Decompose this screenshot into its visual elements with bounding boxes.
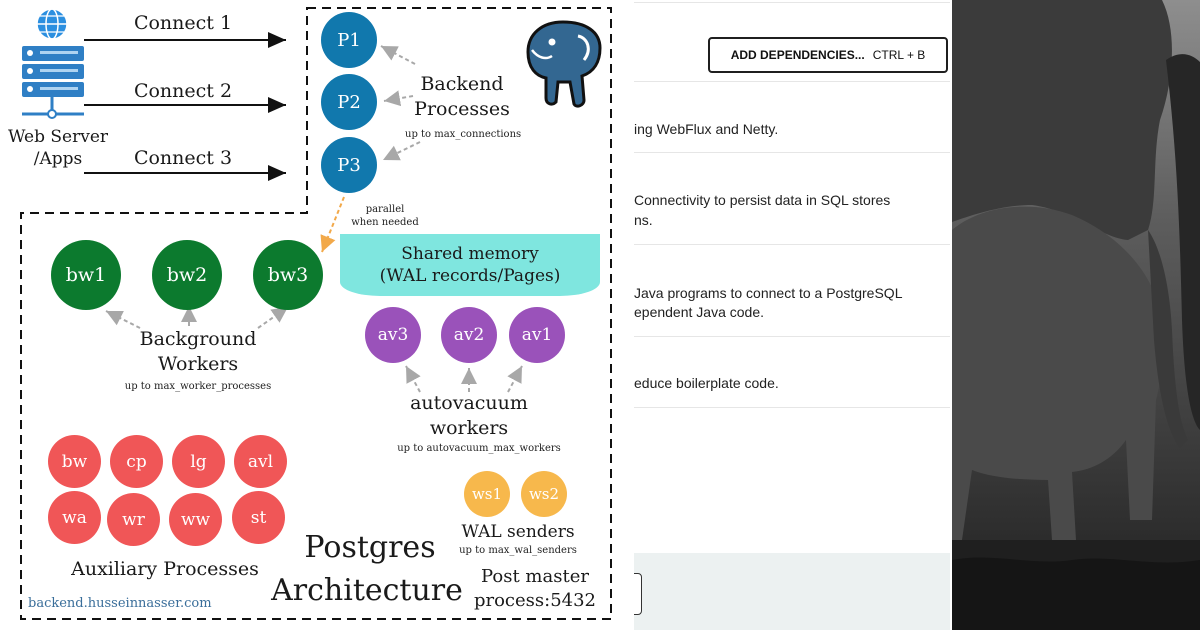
add-dependencies-shortcut: CTRL + B xyxy=(872,48,926,62)
autovacuum-title-line1: autovacuum xyxy=(410,392,528,414)
connect-1-label: Connect 1 xyxy=(133,12,233,34)
diagram-title-line2: Architecture xyxy=(271,573,463,608)
footer-button[interactable] xyxy=(634,573,642,615)
av-arrow-av3 xyxy=(405,365,421,393)
background-worker-bw3: bw3 xyxy=(253,240,323,310)
background-workers-title-line1: Background xyxy=(139,328,257,350)
divider xyxy=(634,244,950,245)
background-worker-bw1: bw1 xyxy=(51,240,121,310)
server-icon xyxy=(22,8,84,119)
postmaster-label: Post master process:5432 xyxy=(470,565,600,613)
postgres-elephant-icon xyxy=(526,20,602,108)
backend-arrow-p3 xyxy=(382,141,421,161)
wal-sender-ws2: ws2 xyxy=(521,471,567,517)
auxiliary-process-lg: lg xyxy=(172,435,225,488)
postmaster-boundary xyxy=(20,7,612,620)
auxiliary-process-avl: avl xyxy=(234,435,287,488)
divider xyxy=(634,152,950,153)
autovacuum-title: autovacuum workers xyxy=(394,391,544,441)
autovacuum-title-line2: workers xyxy=(429,417,509,439)
elephants-image xyxy=(952,0,1200,630)
backend-process-p1: P1 xyxy=(321,12,377,68)
divider xyxy=(634,81,950,82)
autovacuum-limit: up to autovacuum_max_workers xyxy=(397,443,561,454)
divider-top xyxy=(634,2,950,3)
parallel-arrow xyxy=(320,196,345,253)
background-workers-title: Background Workers xyxy=(118,327,278,377)
parallel-note-line2: when needed xyxy=(351,217,419,228)
autovacuum-worker-av1: av1 xyxy=(509,307,565,363)
auxiliary-process-bw: bw xyxy=(48,435,101,488)
backend-arrow-p2 xyxy=(383,90,414,107)
background-worker-bw2: bw2 xyxy=(152,240,222,310)
client-label-line1: Web Server xyxy=(7,127,109,147)
add-dependencies-label: ADD DEPENDENCIES... xyxy=(730,48,865,62)
diagram-lines xyxy=(20,7,612,620)
autovacuum-worker-av3: av3 xyxy=(365,307,421,363)
auxiliary-process-ww: ww xyxy=(169,493,222,546)
backend-limit: up to max_connections xyxy=(405,129,522,140)
shared-memory-line1: Shared memory xyxy=(401,244,539,264)
background-workers-limit: up to max_worker_processes xyxy=(124,381,272,392)
postmaster-label-line1: Post master xyxy=(481,566,589,587)
backend-arrow-p1 xyxy=(380,45,416,65)
connect-3-label: Connect 3 xyxy=(133,147,233,169)
bg-arrow-bw1 xyxy=(105,310,141,329)
av-arrow-av1 xyxy=(507,365,523,393)
divider xyxy=(634,407,950,408)
auxiliary-title: Auxiliary Processes xyxy=(71,558,259,580)
backend-title-line2: Processes xyxy=(414,98,510,120)
parallel-note: parallel when needed xyxy=(340,203,430,229)
connect-2-label: Connect 2 xyxy=(133,80,233,102)
divider xyxy=(634,336,950,337)
add-dependencies-button[interactable]: ADD DEPENDENCIES... CTRL + B xyxy=(708,37,948,73)
backend-title: Backend Processes xyxy=(402,72,522,122)
shared-memory-line2: (WAL records/Pages) xyxy=(379,266,561,286)
parallel-note-line1: parallel xyxy=(365,204,405,215)
backend-title-line1: Backend xyxy=(420,73,504,95)
elephants-photo xyxy=(952,0,1200,630)
dependency-row-3-text-cont: ependent Java code. xyxy=(634,304,764,320)
backend-process-p3: P3 xyxy=(321,137,377,193)
postgres-architecture-diagram: Web Server /Apps Connect 1 Connect 2 Con… xyxy=(6,7,612,620)
auxiliary-process-wa: wa xyxy=(48,491,101,544)
dependency-row-4-text: educe boilerplate code. xyxy=(634,375,779,391)
diagram-title-line1: Postgres xyxy=(304,530,436,565)
autovacuum-worker-av2: av2 xyxy=(441,307,497,363)
auxiliary-process-st: st xyxy=(232,491,285,544)
dependency-panel: ADD DEPENDENCIES... CTRL + B ing WebFlux… xyxy=(634,0,952,630)
dependency-row-1-text: ing WebFlux and Netty. xyxy=(634,121,779,137)
wal-senders-title: WAL senders xyxy=(461,522,575,542)
postmaster-label-line2: process:5432 xyxy=(473,590,597,611)
client-label-line2: /Apps xyxy=(33,149,83,169)
client-label: Web Server /Apps xyxy=(6,126,110,170)
backend-process-p2: P2 xyxy=(321,74,377,130)
dependency-row-2-text: Connectivity to persist data in SQL stor… xyxy=(634,192,891,208)
auxiliary-process-wr: wr xyxy=(107,493,160,546)
auxiliary-process-cp: cp xyxy=(110,435,163,488)
wal-senders-limit: up to max_wal_senders xyxy=(459,545,577,556)
bg-arrow-bw3 xyxy=(257,306,289,329)
wal-sender-ws1: ws1 xyxy=(464,471,510,517)
background-workers-title-line2: Workers xyxy=(157,353,239,375)
panel-footer xyxy=(634,553,950,630)
dependency-row-3-text: Java programs to connect to a PostgreSQL xyxy=(634,285,903,301)
dependency-row-2-text-cont: ns. xyxy=(634,212,653,228)
shared-memory-block: Shared memory (WAL records/Pages) xyxy=(340,234,600,296)
credit-text: backend.husseinnasser.com xyxy=(28,596,212,611)
